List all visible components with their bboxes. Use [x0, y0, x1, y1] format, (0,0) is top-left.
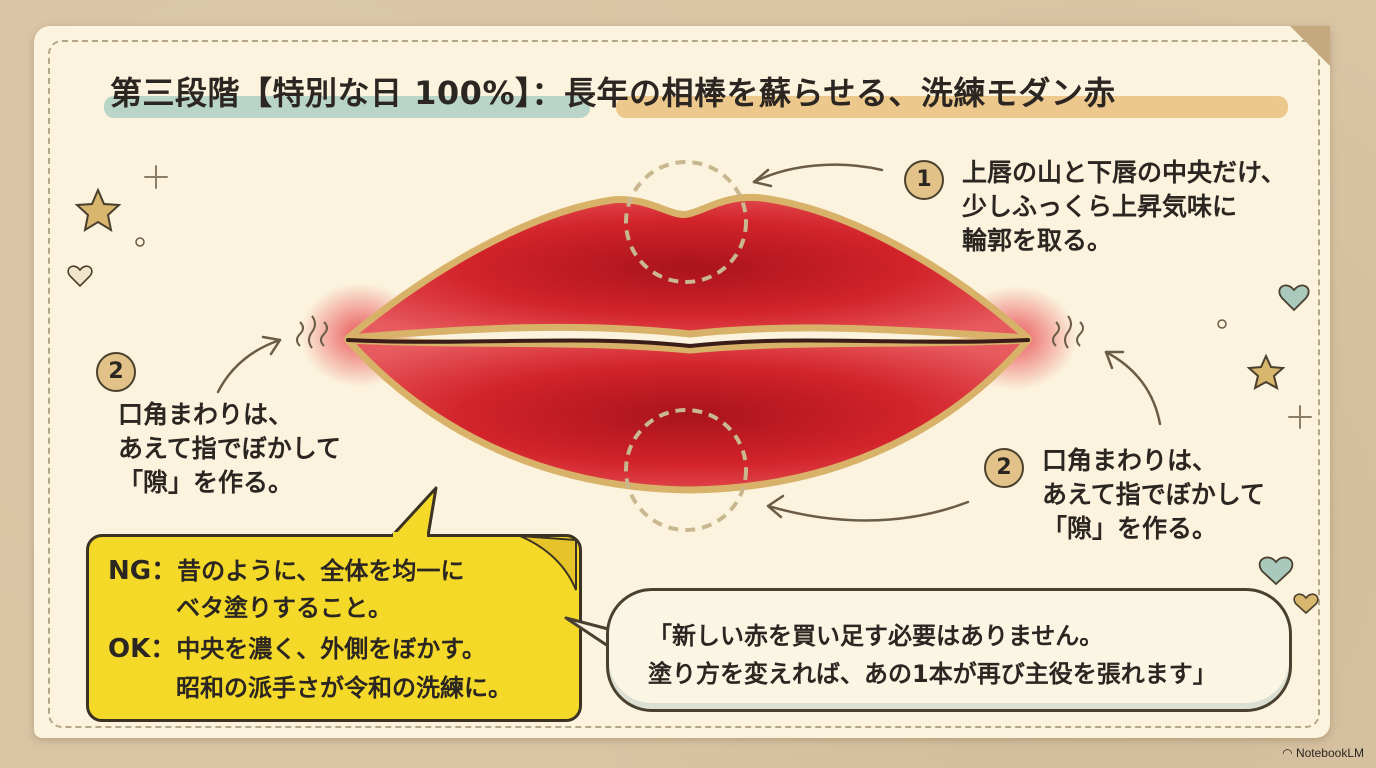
lower-lip	[344, 336, 1032, 494]
corner-fold	[1290, 26, 1330, 66]
dot-decoration	[135, 237, 145, 247]
lip-line	[346, 338, 1030, 349]
ng-row: NG：昔のように、全体を均一に	[108, 550, 464, 587]
step-2-left-line-1: 口角まわりは、	[118, 400, 294, 429]
step-2-right-text: 口角まわりは、 あえて指でぼかして 「隙」を作る。	[1042, 444, 1265, 546]
arrow-icon	[752, 163, 884, 188]
wiggle-lines-left	[296, 315, 328, 349]
heart-icon	[1278, 284, 1310, 312]
ng-ok-note	[86, 534, 582, 722]
step-2-right-badge: 2	[984, 448, 1024, 488]
star-icon	[1246, 353, 1286, 390]
star-icon	[74, 187, 122, 233]
lower-dashed-circle	[624, 408, 748, 532]
step-1-badge: 1	[904, 160, 944, 200]
step-2-right-line-1: 口角まわりは、	[1042, 446, 1218, 475]
dot-decoration	[1217, 319, 1227, 329]
step-2-right-line-3: 「隙」を作る。	[1042, 514, 1218, 543]
step-2-left-line-2: あえて指でぼかして	[118, 434, 342, 463]
ok-line-2: 昭和の派手さが令和の洗練に。	[176, 674, 512, 702]
brand-logo-icon: ◠	[1282, 746, 1293, 760]
heart-icon	[67, 265, 93, 288]
arrow-icon	[1104, 350, 1162, 426]
ng-line-2: ベタ塗りすること。	[176, 594, 392, 622]
step-1-line-2: 少しふっくら上昇気味に	[962, 192, 1238, 221]
ok-line-1: 中央を濃く、外側をぼかす。	[176, 635, 486, 663]
ok-label: OK：	[108, 634, 177, 664]
title-highlight-left	[104, 96, 590, 118]
arrow-icon	[216, 335, 282, 394]
step-2-right-line-2: あえて指でぼかして	[1042, 480, 1266, 509]
step-2-left-line-3: 「隙」を作る。	[118, 468, 294, 497]
ok-row: OK：中央を濃く、外側をぼかす。	[108, 628, 486, 665]
quote-line-2: 塗り方を変えれば、あの1本が再び主役を張れます」	[648, 660, 1217, 688]
ng-line-1: 昔のように、全体を均一に	[177, 557, 465, 585]
heart-icon	[1258, 556, 1294, 586]
wiggle-lines-right	[1052, 315, 1084, 349]
step-1-line-1: 上唇の山と下唇の中央だけ、	[962, 158, 1286, 187]
step-2-left-text: 口角まわりは、 あえて指でぼかして 「隙」を作る。	[118, 398, 341, 500]
page-title: 第三段階【特別な日 100%】：長年の相棒を蘇らせる、洗練モダン赤	[110, 74, 1116, 112]
step-1-line-3: 輪郭を取る。	[962, 226, 1113, 255]
title-area: 第三段階【特別な日 100%】：長年の相棒を蘇らせる、洗練モダン赤	[96, 62, 1296, 124]
title-highlight-right	[616, 96, 1288, 118]
step-1-text: 上唇の山と下唇の中央だけ、 少しふっくら上昇気味に 輪郭を取る。	[962, 156, 1286, 258]
ng-label: NG：	[108, 556, 178, 586]
quote-bubble	[606, 588, 1292, 712]
sparkle-icon	[1288, 405, 1312, 429]
heart-icon	[1293, 593, 1319, 615]
brand-watermark: ◠ NotebookLM	[1282, 746, 1364, 760]
brand-label: NotebookLM	[1295, 746, 1364, 760]
upper-lip	[344, 193, 1032, 342]
upper-dashed-circle	[624, 160, 748, 284]
sparkle-icon	[144, 165, 168, 189]
step-2-left-badge: 2	[96, 352, 136, 392]
arrow-icon	[766, 494, 970, 522]
paper-dashed-border	[48, 40, 1320, 728]
quote-line-1: 「新しい赤を買い足す必要はありません。	[648, 622, 1104, 650]
